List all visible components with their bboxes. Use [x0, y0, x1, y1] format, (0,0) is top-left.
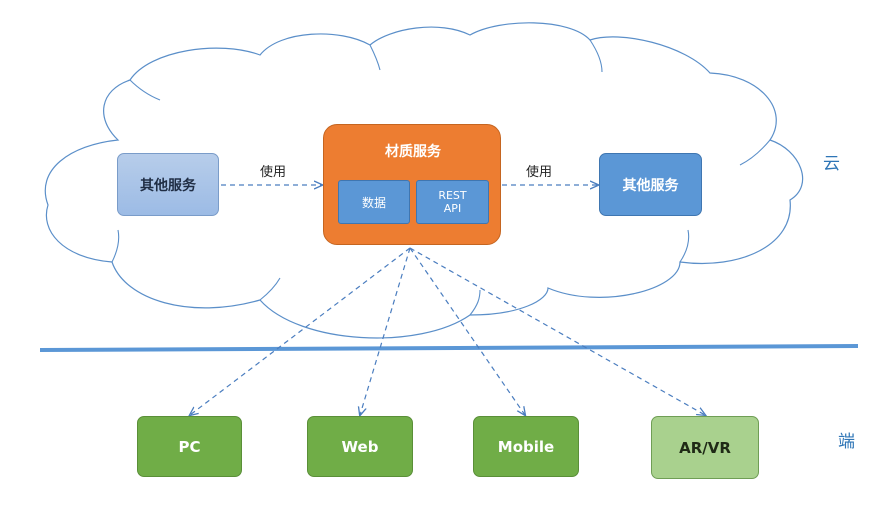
client-pc-label: PC — [178, 437, 201, 456]
arrow-to-arvr — [409, 247, 705, 415]
cloud-zone-label: 云 — [823, 154, 840, 174]
rest-api-module: REST API — [416, 180, 489, 224]
left-other-service-label: 其他服务 — [140, 177, 196, 194]
material-service-title: 材质服务 — [385, 144, 441, 160]
use-label-right: 使用 — [526, 165, 553, 180]
client-zone-label: 端 — [838, 432, 855, 452]
rest-api-module-label: REST API — [438, 189, 467, 215]
right-other-service: 其他服务 — [599, 153, 702, 216]
client-mobile-label: Mobile — [497, 437, 555, 456]
arrow-to-web — [360, 247, 411, 415]
client-arvr: AR/VR — [651, 416, 759, 479]
client-web: Web — [307, 416, 413, 477]
cloud-client-divider — [39, 344, 859, 352]
client-mobile: Mobile — [473, 416, 579, 477]
data-module-label: 数据 — [361, 195, 386, 210]
left-other-service: 其他服务 — [117, 153, 219, 216]
client-web-label: Web — [341, 437, 379, 456]
data-module: 数据 — [338, 180, 410, 224]
client-arvr-label: AR/VR — [679, 438, 731, 457]
use-label-left: 使用 — [260, 165, 287, 180]
arrow-to-mobile — [409, 247, 525, 415]
arrow-to-pc — [190, 247, 411, 415]
client-pc: PC — [137, 416, 242, 477]
right-other-service-label: 其他服务 — [622, 177, 679, 194]
material-service: 材质服务 数据 REST API — [323, 124, 501, 245]
